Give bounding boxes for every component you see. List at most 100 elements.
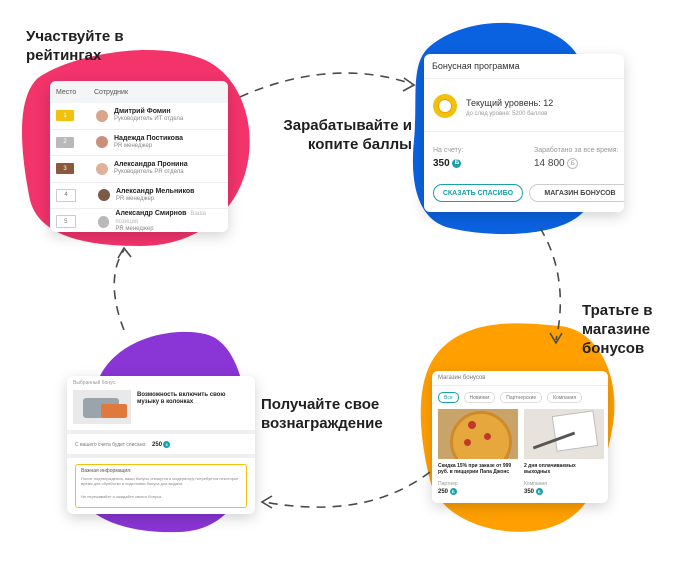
info-text-2: Не переживайте и ожидайте своего бонуса. — [81, 494, 163, 499]
level-badge-icon — [433, 94, 457, 118]
current-level: Текущий уровень: 12 — [466, 98, 554, 108]
info-text: После подтверждения, ваши бонусы спишутс… — [81, 476, 239, 486]
avatar — [98, 189, 110, 202]
coin-outline-icon: Б — [567, 158, 579, 169]
level-badge-inner-icon — [438, 99, 452, 113]
phone-shape — [101, 404, 127, 418]
step-rating-heading: Участвуйте в рейтингах — [26, 28, 124, 64]
shop-filter-chip[interactable]: Компания — [547, 392, 583, 403]
column-place: Место — [56, 88, 77, 96]
employee-name: Дмитрий Фомин — [114, 108, 183, 116]
chosen-bonus-label: Выбранный бонус: — [73, 380, 117, 386]
rating-place-badge: 3 — [56, 163, 74, 175]
calendar-image — [524, 409, 604, 459]
shop-item-1-price-value: 250 — [438, 489, 449, 496]
shop-item-2-title: 2 дня оплачиваемых выходных — [524, 463, 576, 475]
shop-item-2-price-value: 350 — [524, 489, 535, 496]
account-label: На счету: — [433, 147, 464, 154]
employee-role: Руководитель PR отдела — [114, 169, 184, 176]
employee-role: PR менеджер — [115, 226, 154, 232]
shop-item-1-sub: Партнер — [438, 481, 458, 487]
arrow-reward-to-rating — [113, 249, 125, 331]
arrowhead-bonus — [402, 77, 416, 92]
column-employee: Сотрудник — [94, 88, 129, 96]
account-value: 350 — [433, 158, 450, 169]
arrow-shop-to-reward — [263, 471, 431, 508]
employee-name-text: Надежда Постикова — [114, 134, 184, 142]
bonus-program-card: Бонусная программа Текущий уровень: 12 д… — [424, 54, 624, 212]
cost-value: 250 — [152, 441, 163, 448]
cost-label: С вашего счета будет списано: — [75, 441, 147, 448]
rating-place-badge: 2 — [56, 136, 74, 148]
pizza-topping-2 — [484, 433, 491, 440]
bonus-card-title: Бонусная программа — [424, 54, 624, 79]
avatar — [96, 162, 108, 175]
employee-name: Надежда Постикова — [114, 135, 183, 143]
pizza-image — [438, 409, 518, 459]
shop-item-2-sub: Компания — [524, 481, 547, 487]
shop-title: Магазин бонусов — [438, 375, 486, 381]
step-earn-heading: Зарабатывайте и копите баллы — [283, 117, 412, 153]
employee-name: Александр Мельников — [116, 188, 194, 196]
chosen-bonus-name: Возможность включить свою музыку в колон… — [137, 392, 226, 405]
shop-filters: Все Новинки Партнерские Компания — [438, 392, 587, 403]
reward-card: Выбранный бонус: Возможность включить св… — [67, 376, 255, 514]
shop-item-1-price: 250 Б — [438, 488, 457, 495]
pizza-shape — [450, 411, 512, 459]
arrow-bonus-to-shop — [539, 227, 562, 341]
avatar — [97, 215, 110, 228]
arrowhead-rating — [117, 246, 132, 259]
reward-divider — [67, 430, 255, 434]
pizza-topping-3 — [464, 439, 471, 446]
shop-filter-chip[interactable]: Новинки — [463, 392, 496, 403]
rating-place-badge: 4 — [56, 188, 76, 202]
bonus-shop-button[interactable]: МАГАЗИН БОНУСОВ — [529, 184, 624, 202]
avatar — [96, 136, 108, 149]
coin-icon: Б — [449, 488, 457, 495]
cost-row: С вашего счета будет списано: 250 Б — [75, 441, 171, 448]
arrowhead-reward — [260, 495, 273, 509]
employee-name-text: Дмитрий Фомин — [114, 108, 171, 116]
shop-filter-chip[interactable]: Все — [438, 392, 459, 403]
earned-total: 14 800 Б — [534, 158, 579, 170]
shop-title-divider — [432, 385, 608, 386]
rating-place-badge: 5 — [56, 215, 76, 229]
step-get-heading: Получайте свое вознаграждение — [261, 396, 383, 432]
coin-icon: Б — [163, 441, 171, 448]
rating-table-header: Место Сотрудник — [50, 81, 228, 103]
rating-place-badge: 1 — [56, 110, 74, 122]
pizza-topping-1 — [468, 421, 476, 429]
reward-divider-2 — [67, 454, 255, 458]
employee-name-text: Александра Пронина — [114, 161, 188, 169]
next-level-text: до след уровня: 5200 баллов — [466, 111, 548, 117]
step-spend-heading: Тратьте в магазине бонусов — [582, 302, 653, 357]
shop-item-2-price: 350 Б — [524, 488, 543, 495]
shop-filter-chip[interactable]: Партнерские — [500, 392, 543, 403]
coin-icon: Б — [535, 488, 543, 495]
balance-divider — [424, 131, 624, 132]
earned-label: Заработано за все время: — [534, 147, 619, 154]
say-thanks-button[interactable]: СКАЗАТЬ СПАСИБО — [433, 184, 523, 202]
employee-role: PR менеджер — [116, 195, 155, 202]
bonus-image — [73, 390, 131, 424]
info-title: Важная информация: — [81, 468, 132, 474]
employee-role: PR менеджер — [114, 142, 153, 149]
employee-role: Руководитель ИТ отдела — [114, 116, 184, 123]
earned-value: 14 800 — [534, 158, 565, 170]
avatar — [96, 109, 108, 122]
info-box: Важная информация: После подтверждения, … — [75, 464, 247, 508]
employee-name-text: Александр Мельников — [116, 187, 195, 195]
